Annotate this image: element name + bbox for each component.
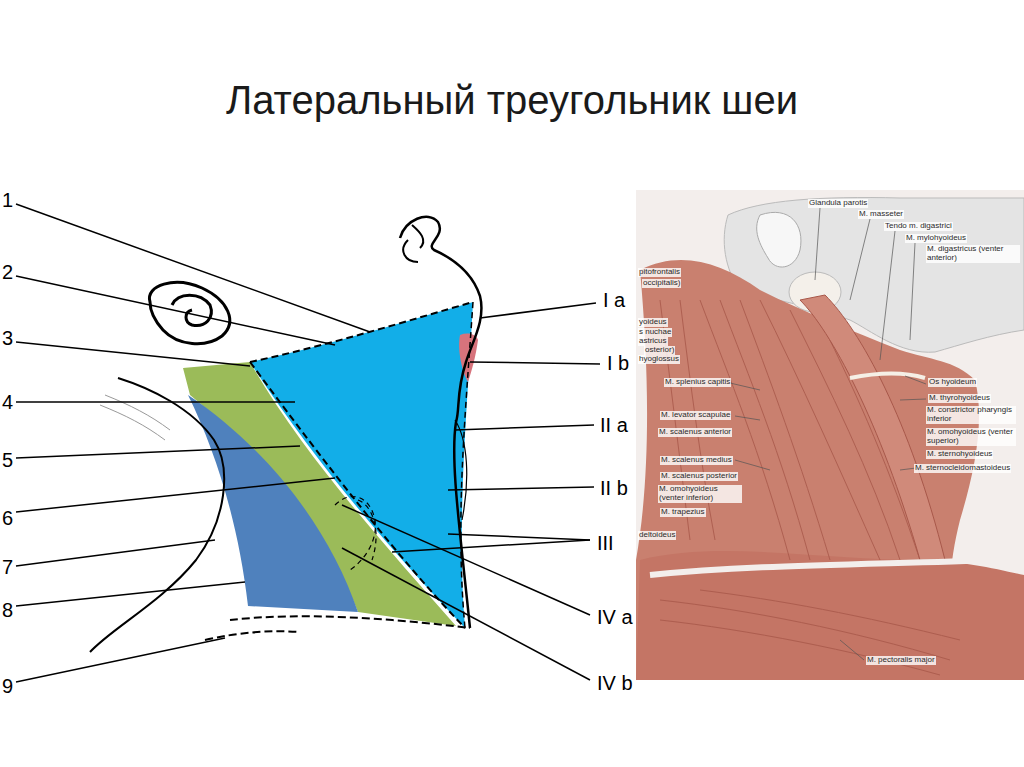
zone-label: I a — [603, 289, 625, 311]
callout-number: 7 — [2, 556, 13, 578]
callout-number: 2 — [2, 261, 13, 283]
slide-title: Латеральный треугольник шеи — [226, 78, 798, 122]
anatomy-label: M. scalenus posterior — [660, 472, 738, 481]
anatomy-label: M. levator scapulae — [660, 411, 731, 420]
neck-schematic — [90, 217, 481, 652]
leader-lines — [16, 204, 600, 682]
anatomy-label: s nuchae — [638, 328, 672, 337]
anatomy-label: M. omohyoideus (venter inferior) — [658, 485, 742, 503]
callout-number: 1 — [2, 189, 13, 211]
callout-number: 3 — [2, 327, 13, 349]
callout-number: 9 — [2, 675, 13, 697]
anatomy-label: M. pectoralis major — [866, 656, 936, 665]
callout-number: 5 — [2, 449, 13, 471]
anatomy-label: Os hyoideum — [928, 378, 977, 387]
callout-number: 4 — [2, 391, 13, 413]
zone-label: I b — [607, 352, 629, 374]
anatomy-label: Glandula parotis — [808, 199, 868, 208]
anatomy-label: M. digastricus (venter anterior) — [926, 245, 1020, 263]
anatomy-label: M. sternocleidomastoideus — [914, 464, 1011, 473]
anatomy-label: M. masseter — [858, 210, 904, 219]
anatomy-label: yoideus — [638, 318, 668, 327]
anatomy-label: M. omohyoideus (venter superior) — [926, 428, 1016, 446]
callout-number: 6 — [2, 507, 13, 529]
anatomy-label: osterior) — [644, 346, 675, 355]
anatomy-label: hyoglossus — [638, 355, 680, 364]
zone-label: II b — [600, 477, 628, 499]
zone-label: III — [597, 532, 614, 554]
anatomy-label: M. trapezius — [660, 508, 706, 517]
anatomy-label: M. thyrohyoideus — [928, 394, 991, 403]
anatomy-label: pitofrontalis — [638, 268, 681, 277]
anatomy-label: Tendo m. digastrici — [884, 222, 953, 231]
anatomy-label: deltoideus — [638, 531, 676, 540]
anatomy-label: astricus — [638, 337, 668, 346]
anatomy-label: M. scalenus anterior — [658, 428, 732, 437]
zone-label: II a — [600, 414, 628, 436]
anatomy-label: M. sternohyoideus — [926, 450, 993, 459]
anatomy-label: M. scalenus medius — [660, 456, 733, 465]
anatomy-label: M. splenius capitis — [664, 378, 731, 387]
callout-number: 8 — [2, 599, 13, 621]
anatomy-picture — [636, 190, 1024, 680]
zone-label: IV b — [597, 672, 633, 694]
anatomy-label: occipitalis) — [642, 279, 681, 288]
anatomy-label: M. constrictor pharyngis inferior — [926, 406, 1016, 424]
anatomy-label: M. mylohyoideus — [905, 234, 967, 243]
zone-label: IV a — [597, 606, 633, 628]
